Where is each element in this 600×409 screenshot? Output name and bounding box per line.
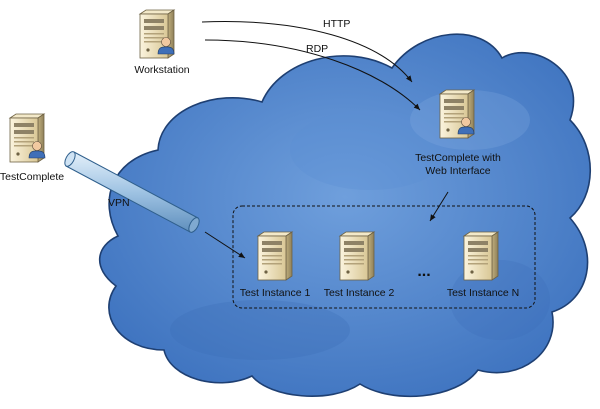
test-instance-1-node: Test Instance 1 bbox=[240, 231, 311, 299]
testcomplete-local-node: TestComplete bbox=[0, 113, 64, 183]
testcomplete-web-node: TestComplete with Web Interface bbox=[415, 89, 501, 177]
testcomplete-label: TestComplete bbox=[0, 171, 64, 183]
server-icon bbox=[257, 231, 293, 281]
http-connection bbox=[201, 21, 413, 83]
vpn-to-instances-arrow bbox=[204, 231, 246, 259]
http-label: HTTP bbox=[323, 18, 350, 30]
test-instance-label: Test Instance 1 bbox=[240, 287, 311, 299]
test-instance-2-node: Test Instance 2 bbox=[324, 231, 395, 299]
vpn-label: VPN bbox=[108, 197, 130, 209]
testcomplete-web-label-line1: TestComplete with bbox=[415, 152, 501, 164]
vpn-tunnel bbox=[64, 151, 200, 233]
testcomplete-web-label-line2: Web Interface bbox=[425, 165, 490, 177]
ellipsis: ... bbox=[417, 263, 430, 280]
server-icon bbox=[339, 231, 375, 281]
test-instances-group bbox=[232, 205, 536, 309]
server-icon bbox=[463, 231, 499, 281]
test-instance-label: Test Instance 2 bbox=[324, 287, 395, 299]
test-instance-n-node: Test Instance N bbox=[447, 231, 519, 299]
rdp-label: RDP bbox=[306, 43, 328, 55]
test-instance-label: Test Instance N bbox=[447, 287, 519, 299]
workstation-label: Workstation bbox=[134, 64, 189, 76]
web-to-instances-arrow bbox=[429, 191, 449, 222]
rdp-connection bbox=[204, 39, 421, 111]
workstation-node: Workstation bbox=[134, 9, 190, 76]
